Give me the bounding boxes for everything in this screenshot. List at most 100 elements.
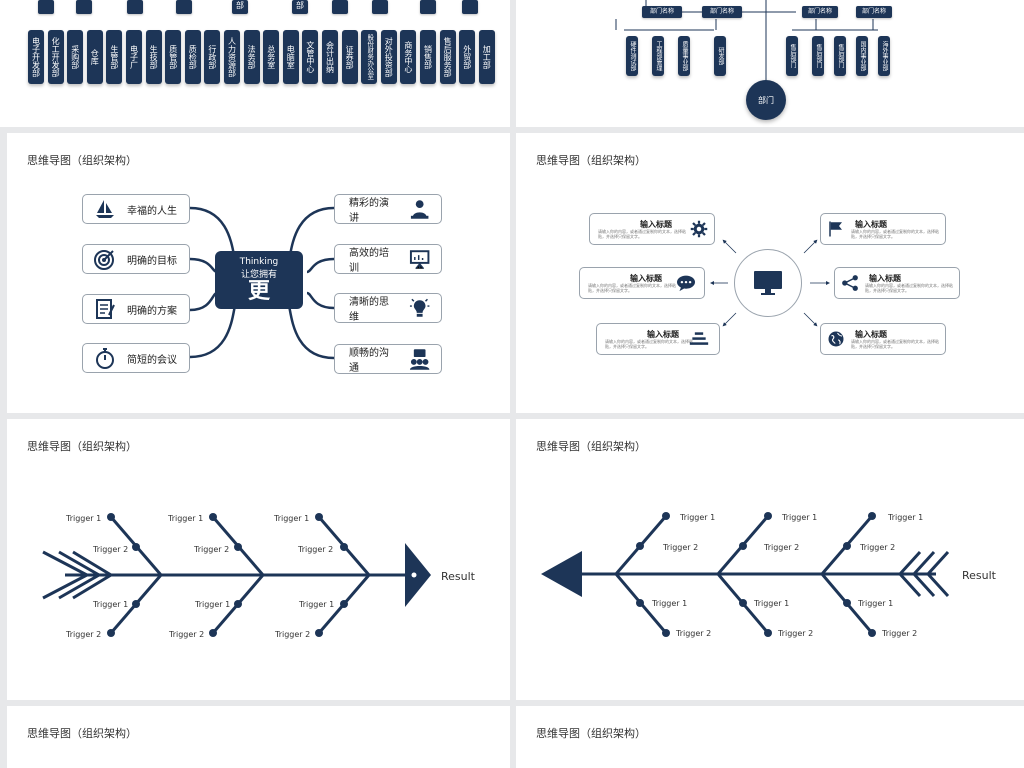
org-top-box [462,0,478,14]
radial-item-top-right: 输入标题 请输入你的内容，或者通过复制你的文本，选择粘贴，并选择只保留文字。 [820,213,946,245]
radial-arrows [710,239,830,327]
slide-title: 思维导图（组织架构） [536,440,646,453]
trigger-label: Trigger 2 [93,545,129,554]
radial-item-title: 输入标题 [855,330,887,339]
trigger-label: Trigger 1 [652,599,688,608]
radial-item-mid-left: 输入标题 请输入你的内容，或者通过复制你的文本，选择粘贴，并选择只保留文字。 [579,267,705,299]
department-box: 证券部 [341,30,358,84]
trigger-label: Trigger 2 [882,629,918,638]
department-box: 生管部 [106,30,123,84]
slide-title: 思维导图（组织架构） [27,440,137,453]
department-box: 质检部 [184,30,201,84]
radial-center-circle [734,249,802,317]
department-box: 加工部 [478,30,495,84]
radial-item-bottom-right: 输入标题 请输入你的内容，或者通过复制你的文本，选择粘贴，并选择只保留文字。 [820,323,946,355]
department-box: 文管中心 [302,30,319,84]
sailboat-icon [96,200,114,218]
flag-icon [829,221,842,237]
mind-item-left-3: 明确的方案 [82,294,190,324]
trigger-label: Trigger 2 [663,543,699,552]
chat-icon [677,275,695,292]
sub-department-box: 研发部 [714,36,726,76]
target-icon [94,250,114,270]
radial-item-bottom-left: 输入标题 请输入你的内容，或者通过复制你的文本，选择粘贴，并选择只保留文字。 [596,323,720,355]
stopwatch-icon [96,348,114,369]
mind-item-label: 明确的目标 [127,255,177,267]
slide-title: 思维导图（组织架构） [27,154,137,167]
org-top-box [76,0,92,14]
sub-department-box: 工程部管理 [652,36,664,76]
fishbone-right-diagram [42,513,431,637]
fishbone-left-diagram [541,512,950,637]
trigger-label: Trigger 1 [168,514,204,523]
result-label: Result [962,569,996,582]
sub-department-box: 质量事业部 [678,36,690,76]
slide-org-chart-right: 部门名称 部门名称 部门名称 部门名称 硬件测试部工程部管理质量事业部研发部售后… [516,0,1024,127]
department-circle-label: 部门 [758,95,774,105]
slide-bottom-left: 思维导图（组织架构） [7,706,510,768]
department-box: 采购部 [67,30,84,84]
trigger-label: Trigger 1 [93,600,129,609]
document-icon [96,299,115,319]
department-circle: 部门 [746,80,786,120]
org-top-box [420,0,436,14]
slide-bottom-right: 思维导图（组织架构） [516,706,1024,768]
slide-org-chart-left: 电子开发部化工开发部采购部仓库生管部电子厂生技部质管部质检部行政部人力资源部法务… [0,0,510,127]
department-box: 会计出纳 [322,30,338,84]
org-top-box [127,0,143,14]
org-name-box: 部门名称 [642,6,682,18]
sub-department-box: 硬件测试部 [626,36,638,76]
department-box: 股份财务办公室 [361,30,378,84]
monitor-icon [754,271,782,295]
slide-mind-map: 思维导图（组织架构） Thinking 让您拥有 更 幸福的人生 明确的目标 明… [7,133,510,413]
mind-item-left-1: 幸福的人生 [82,194,190,224]
team-chat-icon [409,349,430,370]
result-label: Result [441,570,475,583]
lightbulb-icon [409,298,430,317]
trigger-label: Trigger 1 [754,599,790,608]
radial-item-top-left: 输入标题 请输入你的内容，或者通过复制你的文本，选择粘贴，并选择只保留文字。 [589,213,715,245]
department-box: 销售部 [420,30,436,84]
trigger-label: Trigger 2 [778,629,814,638]
radial-item-desc: 请输入你的内容，或者通过复制你的文本，选择粘贴，并选择只保留文字。 [865,283,953,293]
org-top-box [372,0,388,14]
trigger-label: Trigger 2 [676,629,712,638]
sub-department-box: 售后部门 [812,36,824,76]
department-box: 化工开发部 [47,30,64,84]
mind-item-label: 顺畅的沟通 [349,348,389,374]
trigger-label: Trigger 1 [680,513,716,522]
department-box: 法务部 [243,30,260,84]
radial-item-title: 输入标题 [855,220,887,229]
slide-fishbone-left: 思维导图（组织架构） Trigger 1 Trigger 2 Trigger 1… [516,419,1024,700]
radial-item-title: 输入标题 [869,274,901,283]
trigger-label: Trigger 2 [66,630,102,639]
share-icon [842,275,858,291]
department-box: 售后服务部 [439,30,456,84]
radial-item-desc: 请输入你的内容，或者通过复制你的文本，选择粘贴，并选择只保留文字。 [605,339,693,349]
trigger-label: Trigger 1 [858,599,894,608]
trigger-label: Trigger 1 [782,513,818,522]
bars-icon [689,332,709,345]
slide-title: 思维导图（组织架构） [536,727,646,740]
radial-item-desc: 请输入你的内容，或者通过复制你的文本，选择粘贴，并选择只保留文字。 [851,229,939,239]
slide-fishbone-right: 思维导图（组织架构） Trigger 1 Trigger 2 Trigger 1… [7,419,510,700]
center-line-2: 让您拥有 [240,270,277,280]
mind-item-label: 精彩的演讲 [349,198,389,224]
trigger-label: Trigger 1 [299,600,335,609]
slide-title: 思维导图（组织架构） [27,727,137,740]
org-top-box: 部 [292,0,308,14]
mind-item-right-1: 精彩的演讲 [334,194,442,224]
org-name-box: 部门名称 [856,6,892,18]
mind-item-right-3: 清晰的思维 [334,293,442,323]
trigger-label: Trigger 2 [764,543,800,552]
trigger-label: Trigger 1 [274,514,310,523]
radial-item-title: 输入标题 [640,220,672,229]
trigger-label: Trigger 2 [298,545,334,554]
radial-item-title: 输入标题 [647,330,679,339]
trigger-label: Trigger 2 [860,543,896,552]
radial-item-title: 输入标题 [630,274,662,283]
mind-item-right-2: 高效的培训 [334,244,442,274]
department-box: 生技部 [145,30,162,84]
trigger-label: Trigger 1 [888,513,924,522]
trigger-label: Trigger 1 [66,514,102,523]
